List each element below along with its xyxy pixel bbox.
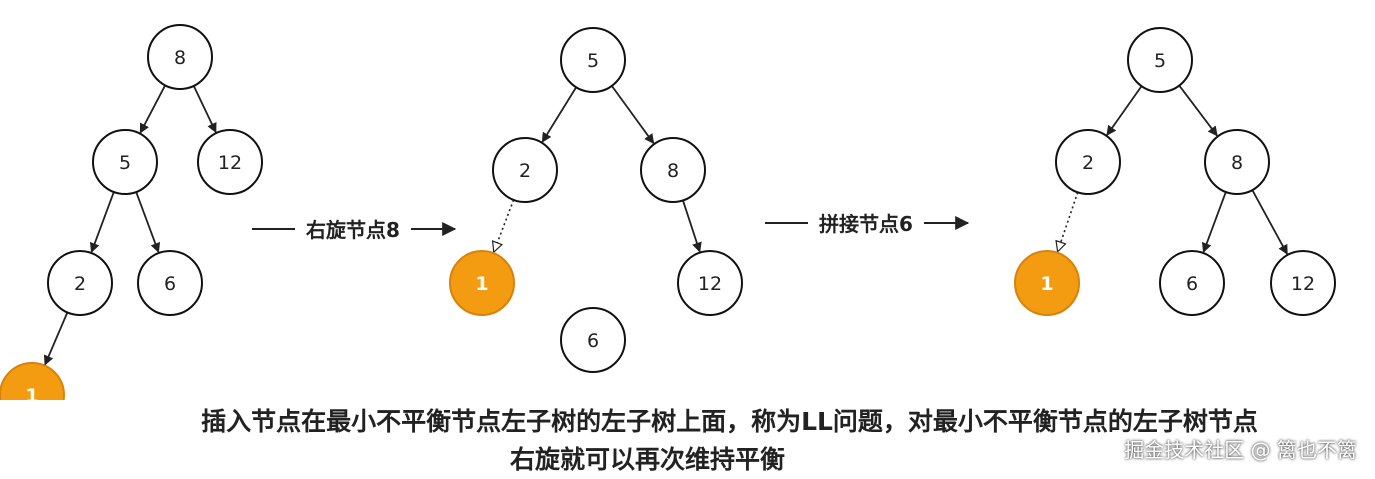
tree-node-rotated-2: 2 xyxy=(492,137,558,203)
node-label: 12 xyxy=(1291,273,1315,295)
step-splice-arrow: 拼接节点6 xyxy=(765,207,970,237)
edge-before-n8-n5 xyxy=(139,84,166,134)
step-label: 拼接节点6 xyxy=(819,212,913,236)
edge-before-n8-n12 xyxy=(192,85,217,134)
node-circle xyxy=(147,24,213,90)
edge-before-n2-n1 xyxy=(43,312,69,366)
node-label: 6 xyxy=(164,273,176,295)
caption-line-1: 插入节点在最小不平衡节点左子树的左子树上面，称为LL问题，对最小不平衡节点的左子… xyxy=(201,407,1258,436)
node-label: 1 xyxy=(25,385,38,400)
dotted-edge-spliced-n2-n1 xyxy=(1058,192,1079,251)
tree-node-spliced-2: 2 xyxy=(1055,129,1121,195)
tree-node-spliced-1: 1 xyxy=(1014,250,1080,316)
edge-before-n5-n6 xyxy=(135,191,161,254)
diagram-canvas: 8 5 12 2 6 1 5 2 8 1 12 6 5 2 8 1 6 12 右旋节点8 拼接节点6 xyxy=(0,24,1336,428)
node-circle xyxy=(137,250,203,316)
edge-spliced-n5-n2 xyxy=(1106,85,1143,136)
edge-rotated-n8-n12 xyxy=(682,200,702,253)
tree-node-before-8: 8 xyxy=(147,24,213,90)
node-circle xyxy=(197,129,263,195)
tree-node-rotated-1: 1 xyxy=(449,250,515,316)
tree-node-spliced-6: 6 xyxy=(1159,250,1225,316)
node-label: 12 xyxy=(218,152,242,174)
node-circle xyxy=(1159,250,1225,316)
tree-node-before-6: 6 xyxy=(137,250,203,316)
node-circle xyxy=(1055,129,1121,195)
tree-node-before-12: 12 xyxy=(197,129,263,195)
node-label: 2 xyxy=(1082,152,1094,174)
step-label-background xyxy=(808,207,924,237)
node-label: 5 xyxy=(119,152,131,174)
node-circle xyxy=(492,137,558,203)
node-label: 2 xyxy=(519,160,531,182)
node-circle xyxy=(1204,129,1270,195)
step-label: 右旋节点8 xyxy=(306,218,400,242)
tree-node-before-5: 5 xyxy=(92,129,158,195)
node-circle xyxy=(677,250,743,316)
node-circle xyxy=(449,250,515,316)
tree-node-spliced-8: 8 xyxy=(1204,129,1270,195)
step-label-background xyxy=(295,213,411,243)
tree-node-before-2: 2 xyxy=(47,250,113,316)
node-label: 12 xyxy=(698,273,722,295)
node-circle xyxy=(47,250,113,316)
node-circle xyxy=(1127,27,1193,93)
tree-node-rotated-6: 6 xyxy=(560,307,626,373)
node-circle xyxy=(1270,250,1336,316)
tree-node-before-1: 1 xyxy=(0,362,65,428)
tree-node-rotated-12: 12 xyxy=(677,250,743,316)
node-label: 8 xyxy=(1231,152,1243,174)
node-circle xyxy=(1014,250,1080,316)
node-circle xyxy=(92,129,158,195)
node-circle xyxy=(560,27,626,93)
node-label: 1 xyxy=(475,273,488,295)
node-label: 5 xyxy=(1154,50,1166,72)
watermark: 掘金技术社区 @ 篱也不篱 xyxy=(1124,438,1357,462)
caption-line-2: 右旋就可以再次维持平衡 xyxy=(509,445,785,474)
tree-node-spliced-12: 12 xyxy=(1270,250,1336,316)
edge-rotated-n5-n8 xyxy=(611,85,655,145)
node-circle xyxy=(560,307,626,373)
edge-spliced-n8-n6 xyxy=(1201,191,1227,254)
node-label: 6 xyxy=(587,330,599,352)
tree-node-rotated-5: 5 xyxy=(560,27,626,93)
node-circle xyxy=(640,137,706,203)
node-label: 6 xyxy=(1186,273,1198,295)
edge-spliced-n8-n12 xyxy=(1251,189,1288,255)
node-label: 8 xyxy=(174,47,186,69)
dotted-edge-rotated-n2-n1 xyxy=(494,199,515,252)
node-label: 1 xyxy=(1040,273,1053,295)
node-label: 2 xyxy=(74,273,86,295)
node-label: 5 xyxy=(587,50,599,72)
edge-spliced-n5-n8 xyxy=(1178,84,1218,137)
step-rotate-arrow: 右旋节点8 xyxy=(252,213,457,243)
edge-before-n5-n2 xyxy=(89,191,115,254)
tree-node-rotated-8: 8 xyxy=(640,137,706,203)
edge-rotated-n5-n2 xyxy=(541,86,577,143)
tree-node-spliced-5: 5 xyxy=(1127,27,1193,93)
node-label: 8 xyxy=(667,160,679,182)
